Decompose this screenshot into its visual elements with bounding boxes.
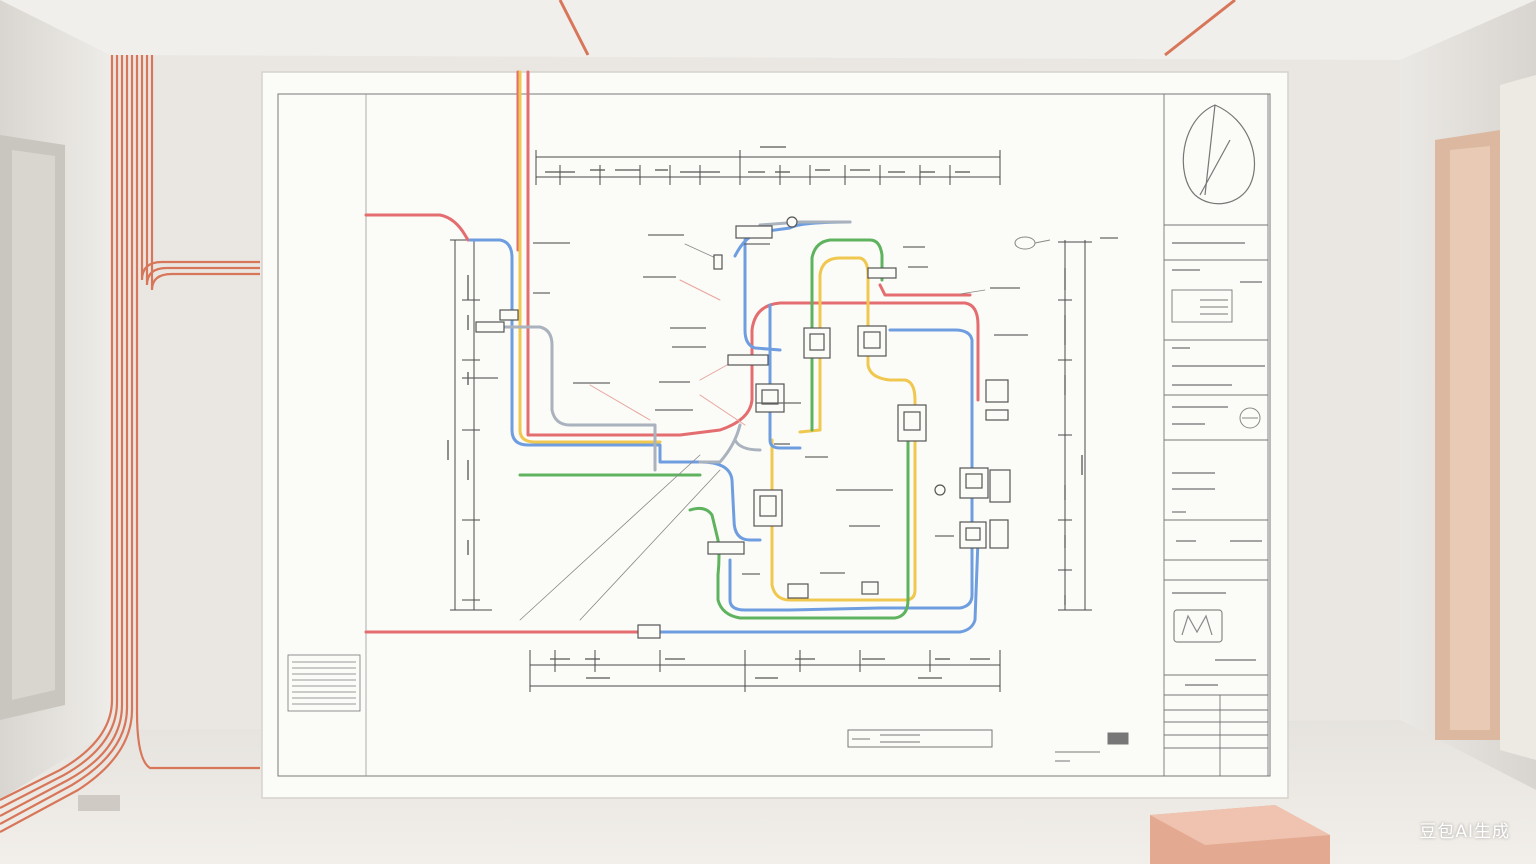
yellow-pipe	[518, 70, 917, 602]
section-symbol-icon	[1239, 407, 1261, 429]
wall-conduits	[0, 55, 260, 833]
fittings	[475, 216, 1011, 639]
red-pipe	[364, 70, 980, 634]
watermark-text: 豆包AI生成	[1419, 822, 1510, 842]
bottom-notes	[847, 729, 1129, 762]
green-pipe	[518, 238, 910, 620]
title-block	[1163, 93, 1269, 777]
drawing-sheet	[261, 71, 1289, 799]
logo-mark-icon	[1173, 609, 1223, 643]
gray-pipe	[476, 220, 852, 472]
right-dimension-chain	[1058, 240, 1092, 611]
annotation-marks	[462, 234, 1118, 575]
compass-icon	[1182, 104, 1256, 205]
top-dimension-chain	[535, 146, 1001, 185]
legend-box	[287, 654, 361, 712]
bottom-dimension-chain	[529, 650, 1001, 692]
nozzle-icon	[1014, 236, 1051, 250]
